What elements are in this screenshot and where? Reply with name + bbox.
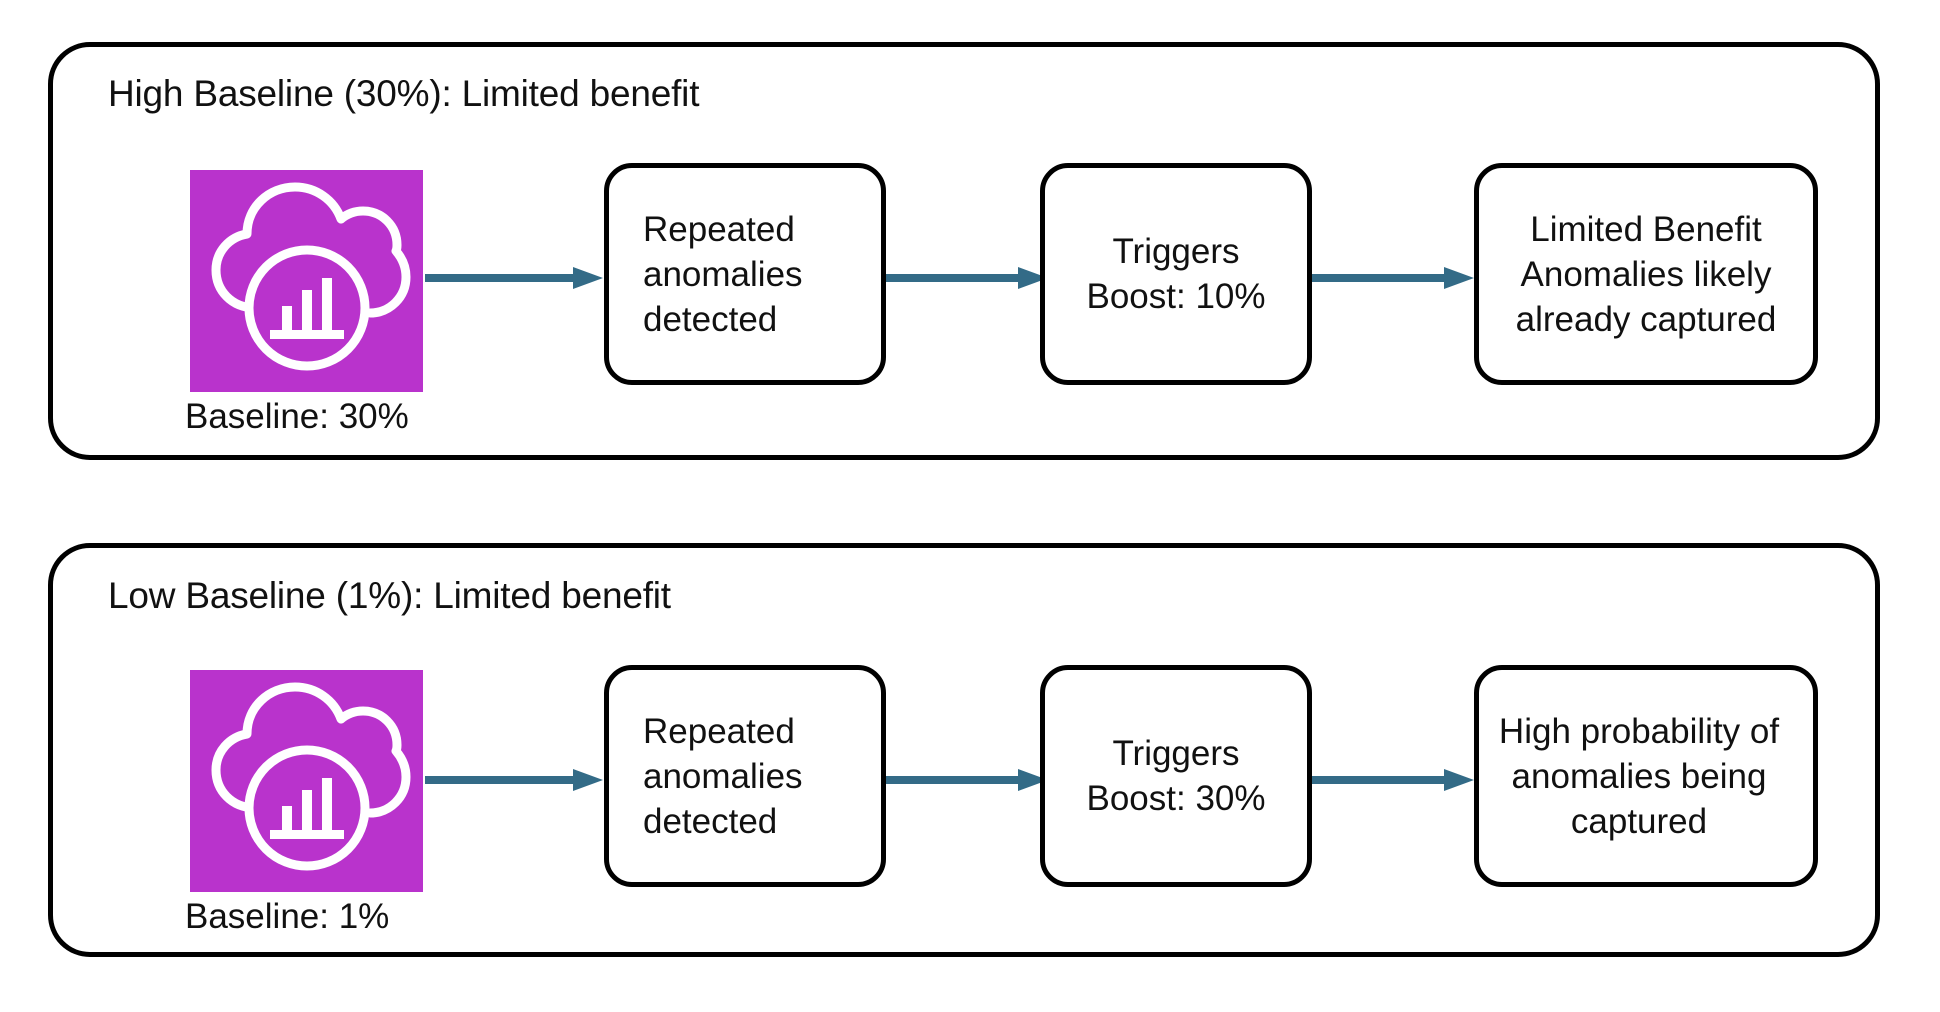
node-repeated-anomalies-high[interactable]: Repeated anomalies detected [604,163,886,385]
node-label: Repeated anomalies detected [643,209,803,339]
node-high-probability-outcome[interactable]: High probability of anomalies being capt… [1474,665,1818,887]
node-label: Triggers Boost: 30% [1086,734,1266,818]
cloud-metrics-icon [190,170,423,392]
node-label: Triggers Boost: 10% [1086,232,1266,316]
group-low-baseline-title: Low Baseline (1%): Limited benefit [108,575,671,616]
node-label: Limited Benefit Anomalies likely already… [1515,209,1777,339]
node-label: High probability of anomalies being capt… [1498,711,1780,841]
node-triggers-boost-high[interactable]: Triggers Boost: 10% [1040,163,1312,385]
group-high-baseline-title: High Baseline (30%): Limited benefit [108,73,700,114]
node-limited-benefit-outcome[interactable]: Limited Benefit Anomalies likely already… [1474,163,1818,385]
node-repeated-anomalies-low[interactable]: Repeated anomalies detected [604,665,886,887]
node-label: Repeated anomalies detected [643,711,803,841]
baseline-caption-high: Baseline: 30% [185,397,409,436]
baseline-caption-low: Baseline: 1% [185,897,390,936]
cloud-metrics-icon [190,670,423,892]
node-triggers-boost-low[interactable]: Triggers Boost: 30% [1040,665,1312,887]
